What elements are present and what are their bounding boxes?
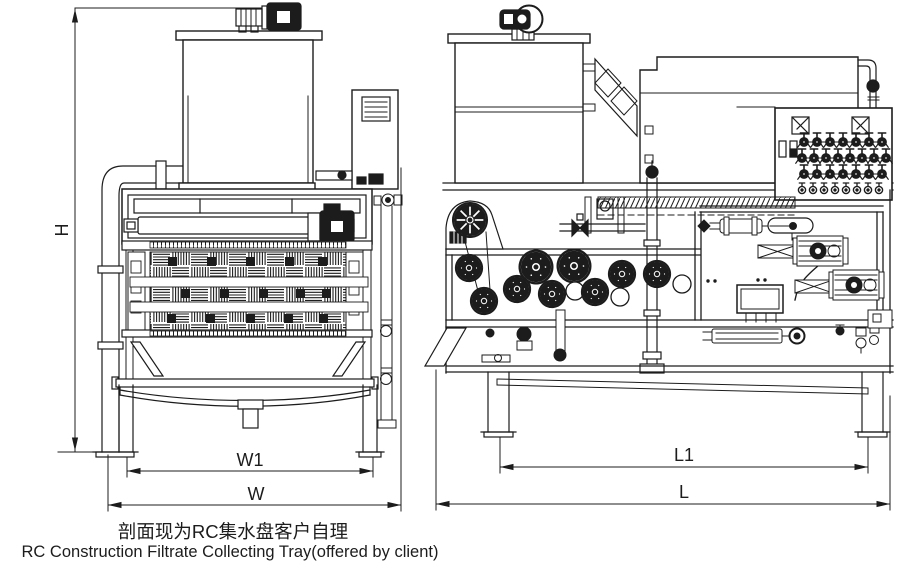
side-tension-cylinders [697, 216, 885, 301]
side-rollers [454, 248, 692, 316]
dim-label-w1: W1 [237, 450, 264, 470]
side-valve-panel [774, 107, 894, 201]
caption-chinese: 剖面现为RC集水盘客户自理 [118, 521, 348, 542]
front-dimension-w1 [126, 456, 374, 478]
side-drain-tray [496, 378, 869, 395]
dim-label-l1: L1 [674, 445, 694, 465]
side-inlet-pipe [559, 198, 646, 238]
side-turnbuckle [702, 309, 893, 354]
side-junction-box [736, 284, 784, 323]
side-dimension-l1 [499, 436, 869, 474]
side-view: L1 L [423, 4, 894, 511]
dim-label-l: L [679, 482, 689, 502]
side-deck [584, 196, 796, 234]
side-tank-motor [499, 4, 544, 41]
pressure-gauge [851, 116, 870, 135]
side-frame [445, 189, 894, 374]
side-feed-chute [594, 57, 638, 138]
dim-label-h: H [52, 224, 72, 237]
side-discharge-chute [423, 327, 468, 367]
front-control-cabinet [315, 89, 399, 190]
side-dimension-l [435, 369, 891, 511]
belt-tensioner [757, 235, 849, 267]
front-filter-belt [121, 240, 373, 338]
belt-clips [167, 257, 331, 323]
front-side-pipes [373, 193, 403, 429]
front-deflectors [129, 341, 367, 377]
side-flocculation-tank [447, 33, 596, 184]
front-flocculation-tank [175, 30, 323, 191]
side-drive-unit [445, 200, 504, 292]
side-legs [480, 371, 891, 438]
belt-tensioner [794, 269, 885, 301]
dim-label-w: W [248, 484, 265, 504]
side-outlet-pipe [857, 59, 880, 184]
manifold-valves [794, 132, 894, 195]
front-legs [92, 384, 385, 458]
air-filter-regulator [855, 325, 880, 354]
front-dimension-w [107, 167, 402, 512]
front-drive-motor [307, 203, 355, 243]
caption-english: RC Construction Filtrate Collecting Tray… [22, 543, 439, 561]
front-inlet-pipe [97, 160, 184, 453]
pressure-gauge [791, 116, 810, 135]
front-tank-motor [235, 2, 302, 33]
front-collecting-tray [111, 376, 379, 429]
front-view: H [52, 2, 403, 512]
side-scrapers [481, 309, 567, 363]
